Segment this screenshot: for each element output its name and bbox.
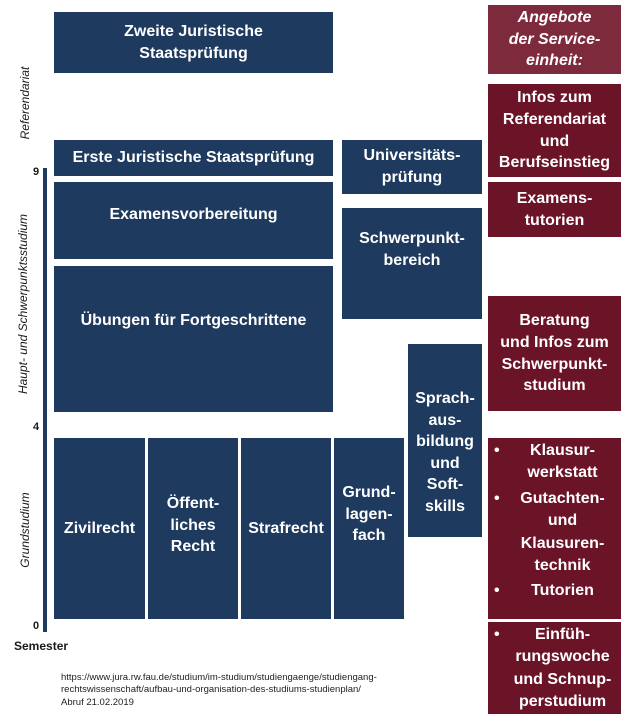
bullet: • — [494, 582, 500, 600]
list-item-text: Tutorien — [531, 582, 594, 600]
service-list-grundstudium: • Klausur- werkstatt • Gutachten- und Kl… — [488, 438, 621, 619]
block-strafrecht: Strafrecht — [241, 438, 331, 619]
source-url-line-2: rechtswissenschaft/aufbau-und-organisati… — [61, 684, 361, 696]
list-item-text: Gutachten- und Klausuren- technik — [520, 489, 605, 574]
tick-9: 9 — [33, 166, 40, 178]
block-oeffentliches-recht: Öffent- liches Recht — [148, 438, 238, 619]
list-item: • Tutorien — [494, 580, 617, 602]
tick-4: 4 — [33, 421, 40, 433]
service-examenstutorien: Examens- tutorien — [488, 182, 621, 237]
label-grundstudium: Grundstudium — [18, 492, 32, 568]
list-item-text: Klausur- werkstatt — [527, 442, 598, 482]
semester-axis — [43, 168, 47, 632]
block-schwerpunktbereich: Schwerpunkt- bereich — [342, 208, 482, 319]
service-beratung-schwerpunktstudium: Beratung und Infos zum Schwerpunkt- stud… — [488, 296, 621, 411]
block-grundlagenfach: Grund- lagen- fach — [334, 438, 404, 619]
source-citation: https://www.jura.rw.fau.de/studium/im-st… — [61, 672, 377, 709]
block-zweite-staatspruefung: Zweite Juristische Staatsprüfung — [54, 12, 333, 73]
service-header: Angebote der Service- einheit: — [488, 5, 621, 74]
bullet: • — [494, 442, 500, 459]
label-haupt-schwerpunktstudium: Haupt- und Schwerpunktsstudium — [16, 213, 30, 395]
block-uebungen-fortgeschrittene: Übungen für Fortgeschrittene — [54, 266, 333, 412]
list-item: • Gutachten- und Klausuren- technik — [494, 488, 617, 578]
block-examensvorbereitung: Examensvorbereitung — [54, 182, 333, 259]
semester-label: Semester — [14, 639, 69, 653]
block-universitaetspruefung: Universitäts- prüfung — [342, 140, 482, 194]
service-infos-referendariat: Infos zum Referendariat und Berufseinsti… — [488, 84, 621, 177]
service-list-einfuehrung: • Einfüh- rungswoche und Schnup- perstud… — [488, 622, 621, 714]
block-sprachausbildung-softskills: Sprach- aus- bildung und Soft- skills — [408, 344, 482, 537]
label-referendariat: Referendariat — [18, 66, 32, 140]
bullet: • — [494, 489, 500, 507]
source-url-line-1: https://www.jura.rw.fau.de/studium/im-st… — [61, 672, 377, 683]
source-access-date: Abruf 21.02.2019 — [61, 696, 134, 708]
tick-0: 0 — [33, 620, 40, 632]
list-item-text: Einfüh- rungswoche und Schnup- perstudiu… — [513, 626, 612, 711]
list-item: • Einfüh- rungswoche und Schnup- perstud… — [494, 624, 617, 714]
list-item: • Klausur- werkstatt — [494, 440, 617, 485]
block-erste-staatspruefung: Erste Juristische Staatsprüfung — [54, 140, 333, 176]
bullet: • — [494, 626, 500, 643]
block-zivilrecht: Zivilrecht — [54, 438, 145, 619]
